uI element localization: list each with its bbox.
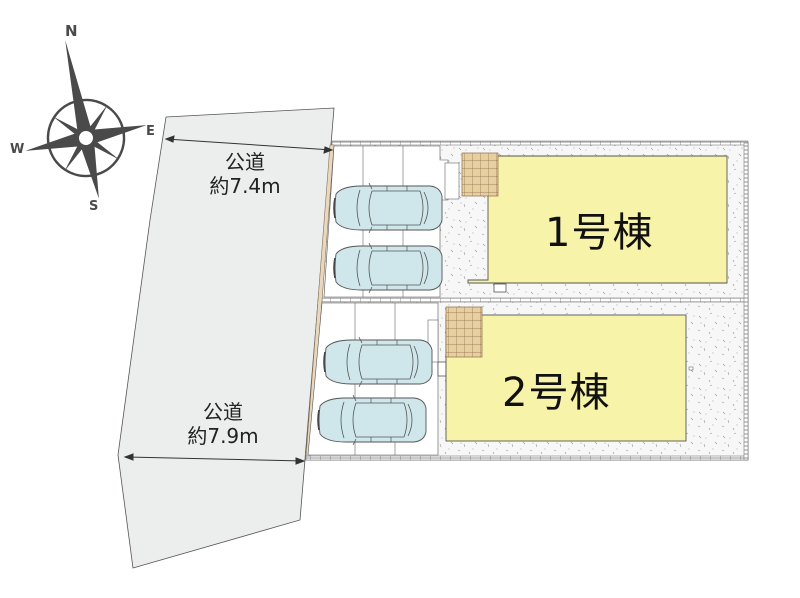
building-2-label: 2号棟	[502, 370, 611, 416]
compass-north-label: N	[65, 22, 78, 40]
road-label-bottom: 公道 約7.9m	[168, 400, 278, 448]
terrace-2	[445, 306, 483, 358]
building-1-label: 1号棟	[545, 210, 654, 256]
road-width-dimension-top	[164, 135, 334, 154]
building-1-footprint	[467, 155, 728, 284]
car-3	[323, 336, 433, 388]
road-label-top: 公道 約7.4m	[190, 150, 300, 198]
compass-rose-icon	[25, 40, 147, 199]
car-1	[333, 182, 443, 234]
compass-east-label: E	[146, 124, 155, 139]
terrace-1	[461, 152, 499, 197]
compass-south-label: S	[89, 199, 99, 214]
road-width-dimension-bottom	[123, 453, 306, 465]
road-name: 公道	[203, 400, 243, 424]
car-4	[317, 394, 427, 446]
road-width: 約7.9m	[187, 424, 259, 448]
road-width: 約7.4m	[209, 174, 281, 198]
road-name: 公道	[225, 150, 265, 174]
building-2-footprint	[445, 314, 687, 442]
compass-west-label: W	[10, 142, 25, 157]
car-2	[333, 242, 443, 294]
